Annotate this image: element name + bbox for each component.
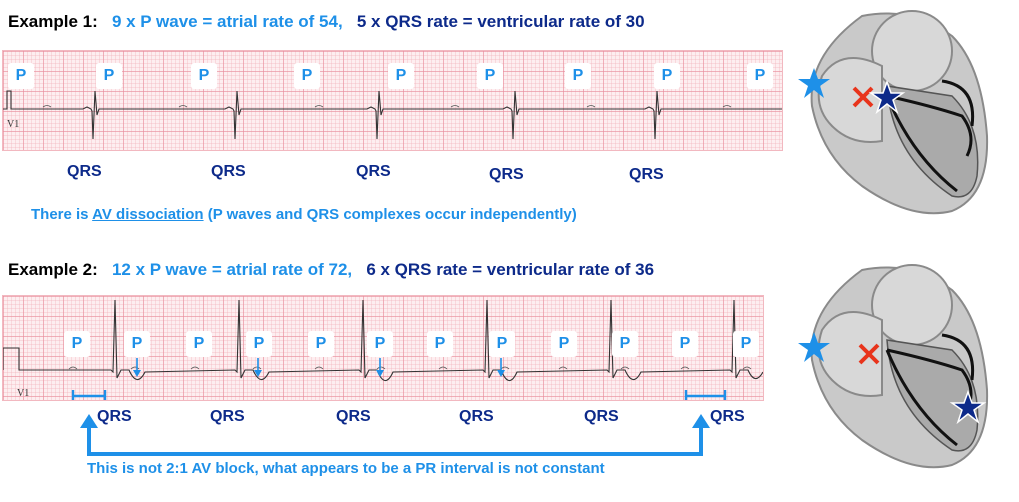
cross-icon (858, 343, 880, 365)
p-wave-label: P (124, 331, 150, 357)
left-ventricle-cavity (941, 79, 975, 127)
p-wave-arrows (133, 358, 505, 377)
note-1-suffix: (P waves and QRS complexes occur indepen… (203, 206, 577, 223)
example-1-label: Example 1: (8, 12, 98, 31)
qrs-label: QRS (336, 408, 371, 425)
p-wave-label: P (388, 63, 414, 89)
p-wave-label: P (294, 63, 320, 89)
example-1-note: There is AV dissociation (P waves and QR… (31, 206, 577, 223)
p-wave-label: P (427, 331, 453, 357)
star-icon (949, 389, 987, 425)
not-2-1-block-bracket (80, 414, 710, 456)
ecg-trace-1 (3, 90, 782, 140)
note-1-prefix: There is (31, 206, 93, 223)
qrs-label: QRS (356, 163, 391, 180)
p-wave-label: P (551, 331, 577, 357)
p-wave-label: P (8, 63, 34, 89)
p-wave-label: P (186, 331, 212, 357)
qrs-label: QRS (97, 408, 132, 425)
qrs-label: QRS (459, 408, 494, 425)
example-2-ventricular-rate: 6 x QRS rate = ventricular rate of 36 (366, 260, 655, 279)
p-wave-label: P (477, 63, 503, 89)
p-wave-label: P (747, 63, 773, 89)
star-icon (798, 68, 830, 98)
heart-diagram-1 (798, 10, 989, 215)
heart-diagram-2 (798, 264, 989, 469)
lead-label-1: V1 (7, 119, 20, 130)
ecg-strip-2: V1 P P P P P P P P P P P P (2, 295, 764, 401)
example-1-atrial-rate: 9 x P wave = atrial rate of 54, (111, 12, 343, 31)
p-wave-label: P (654, 63, 680, 89)
right-atrium (817, 311, 883, 397)
qrs-label: QRS (489, 166, 524, 183)
left-atrium (871, 10, 953, 92)
p-wave-label: P (612, 331, 638, 357)
p-wave-label: P (308, 331, 334, 357)
pr-interval-brackets (71, 390, 727, 400)
qrs-label: QRS (67, 163, 102, 180)
qrs-label: QRS (210, 408, 245, 425)
p-wave-label: P (96, 63, 122, 89)
star-icon (798, 332, 830, 362)
qrs-label: QRS (629, 166, 664, 183)
example-1-ventricular-rate: 5 x QRS rate = ventricular rate of 30 (356, 12, 645, 31)
p-wave-label: P (672, 331, 698, 357)
p-wave-label: P (733, 331, 759, 357)
p-wave-label: P (191, 63, 217, 89)
left-ventricle-cavity (941, 333, 975, 381)
example-2-title: Example 2: 12 x P wave = atrial rate of … (8, 260, 654, 280)
left-atrium (871, 264, 953, 346)
qrs-label: QRS (584, 408, 619, 425)
example-2-atrial-rate: 12 x P wave = atrial rate of 72, (111, 260, 353, 279)
p-wave-label: P (565, 63, 591, 89)
star-icon (868, 79, 906, 115)
p-wave-label: P (489, 331, 515, 357)
ecg-trace-2 (3, 299, 763, 400)
lead-label-2: V1 (17, 388, 30, 399)
right-atrium (817, 57, 883, 143)
qrs-label: QRS (710, 408, 745, 425)
qrs-label: QRS (211, 163, 246, 180)
example-2-label: Example 2: (8, 260, 98, 279)
p-wave-label: P (367, 331, 393, 357)
cross-icon (852, 86, 874, 108)
example-1-title: Example 1: 9 x P wave = atrial rate of 5… (8, 12, 645, 32)
ecg-strip-1: V1 P P P P P P P P P (2, 50, 783, 151)
example-2-note: This is not 2:1 AV block, what appears t… (87, 460, 605, 477)
p-wave-label: P (64, 331, 90, 357)
p-wave-label: P (246, 331, 272, 357)
av-dissociation-term: AV dissociation (92, 206, 204, 223)
